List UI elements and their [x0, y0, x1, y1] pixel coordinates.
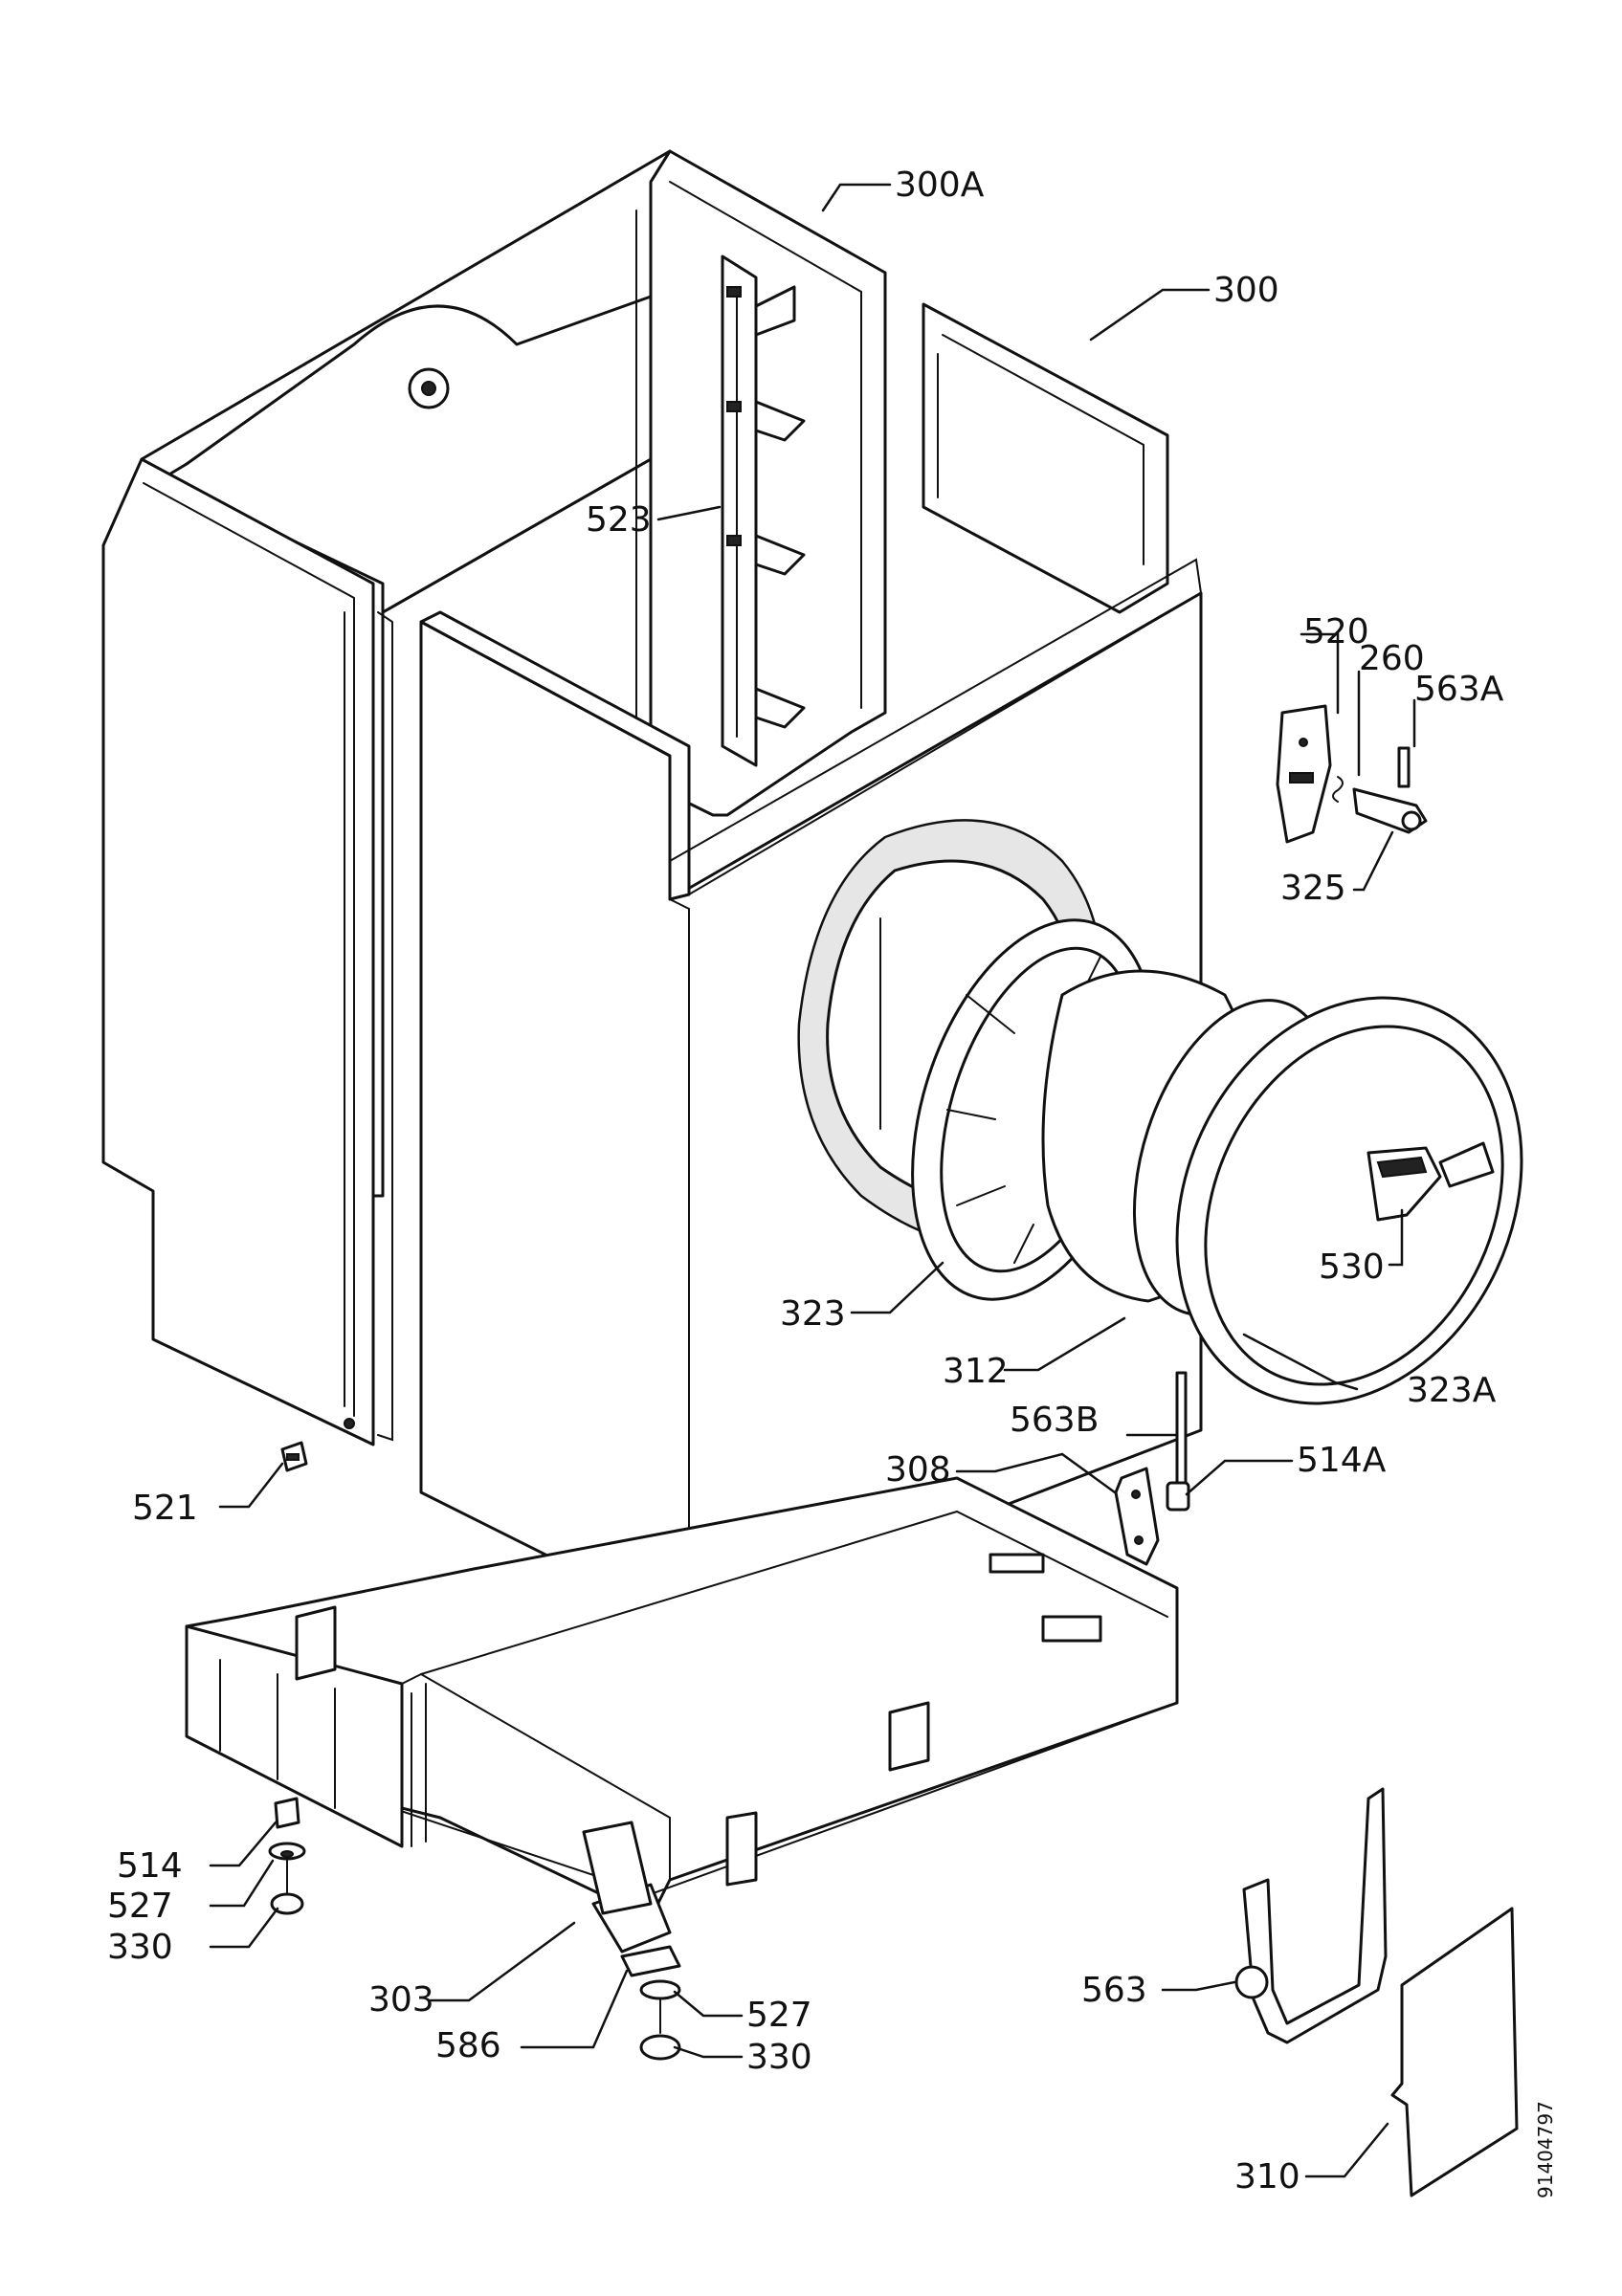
- door-hinge-308: [1114, 1467, 1160, 1566]
- harness-strip-523: [721, 254, 806, 767]
- screw-521: [280, 1441, 308, 1472]
- label-312: 312: [943, 1352, 1009, 1391]
- label-260: 260: [1359, 639, 1425, 678]
- label-527-right: 527: [746, 1996, 812, 2035]
- label-308: 308: [885, 1450, 951, 1490]
- label-514: 514: [117, 1846, 183, 1886]
- latch-spring-260: [1332, 776, 1344, 803]
- latch-lever-325: [1352, 787, 1428, 834]
- label-303: 303: [368, 1980, 434, 2020]
- label-514a: 514A: [1297, 1441, 1387, 1480]
- plinth-bracket-563: [1234, 1787, 1388, 2044]
- label-330-left: 330: [107, 1928, 173, 1967]
- label-325: 325: [1280, 869, 1346, 908]
- label-563a: 563A: [1414, 670, 1504, 709]
- label-323a: 323A: [1407, 1371, 1497, 1410]
- label-520: 520: [1303, 612, 1369, 651]
- label-530: 530: [1319, 1247, 1385, 1287]
- label-527-left: 527: [107, 1887, 173, 1926]
- label-330-right: 330: [746, 2038, 812, 2077]
- label-300a: 300A: [895, 166, 985, 205]
- hinge-bush-514a: [1166, 1481, 1190, 1512]
- label-586: 586: [435, 2026, 501, 2065]
- plinth-panel-310: [1390, 1907, 1519, 2197]
- hinge-pin-563b: [1175, 1371, 1188, 1485]
- label-310: 310: [1234, 2157, 1300, 2197]
- foot-assembly-left: [268, 1797, 306, 1915]
- latch-pin-563a: [1397, 746, 1411, 788]
- base-frame-303: [185, 1476, 1179, 1954]
- label-521: 521: [132, 1489, 198, 1528]
- door-latch-520: [1276, 704, 1332, 844]
- drawing-reference-number: 91404797: [1534, 2101, 1557, 2198]
- door-ring-323a: [1175, 996, 1523, 1405]
- label-563b: 563B: [1010, 1401, 1099, 1440]
- leader-lines: [209, 183, 1416, 2178]
- label-563: 563: [1081, 1971, 1147, 2010]
- label-523: 523: [586, 500, 652, 540]
- foot-assembly-right: [620, 1945, 681, 2061]
- label-300: 300: [1213, 271, 1279, 310]
- callout-labels: 300A 300 523 520 260 563A 325 530 323 31…: [107, 166, 1504, 2197]
- side-panel-300: [922, 302, 1169, 614]
- left-side-panel: [101, 457, 393, 1446]
- label-323: 323: [780, 1294, 846, 1334]
